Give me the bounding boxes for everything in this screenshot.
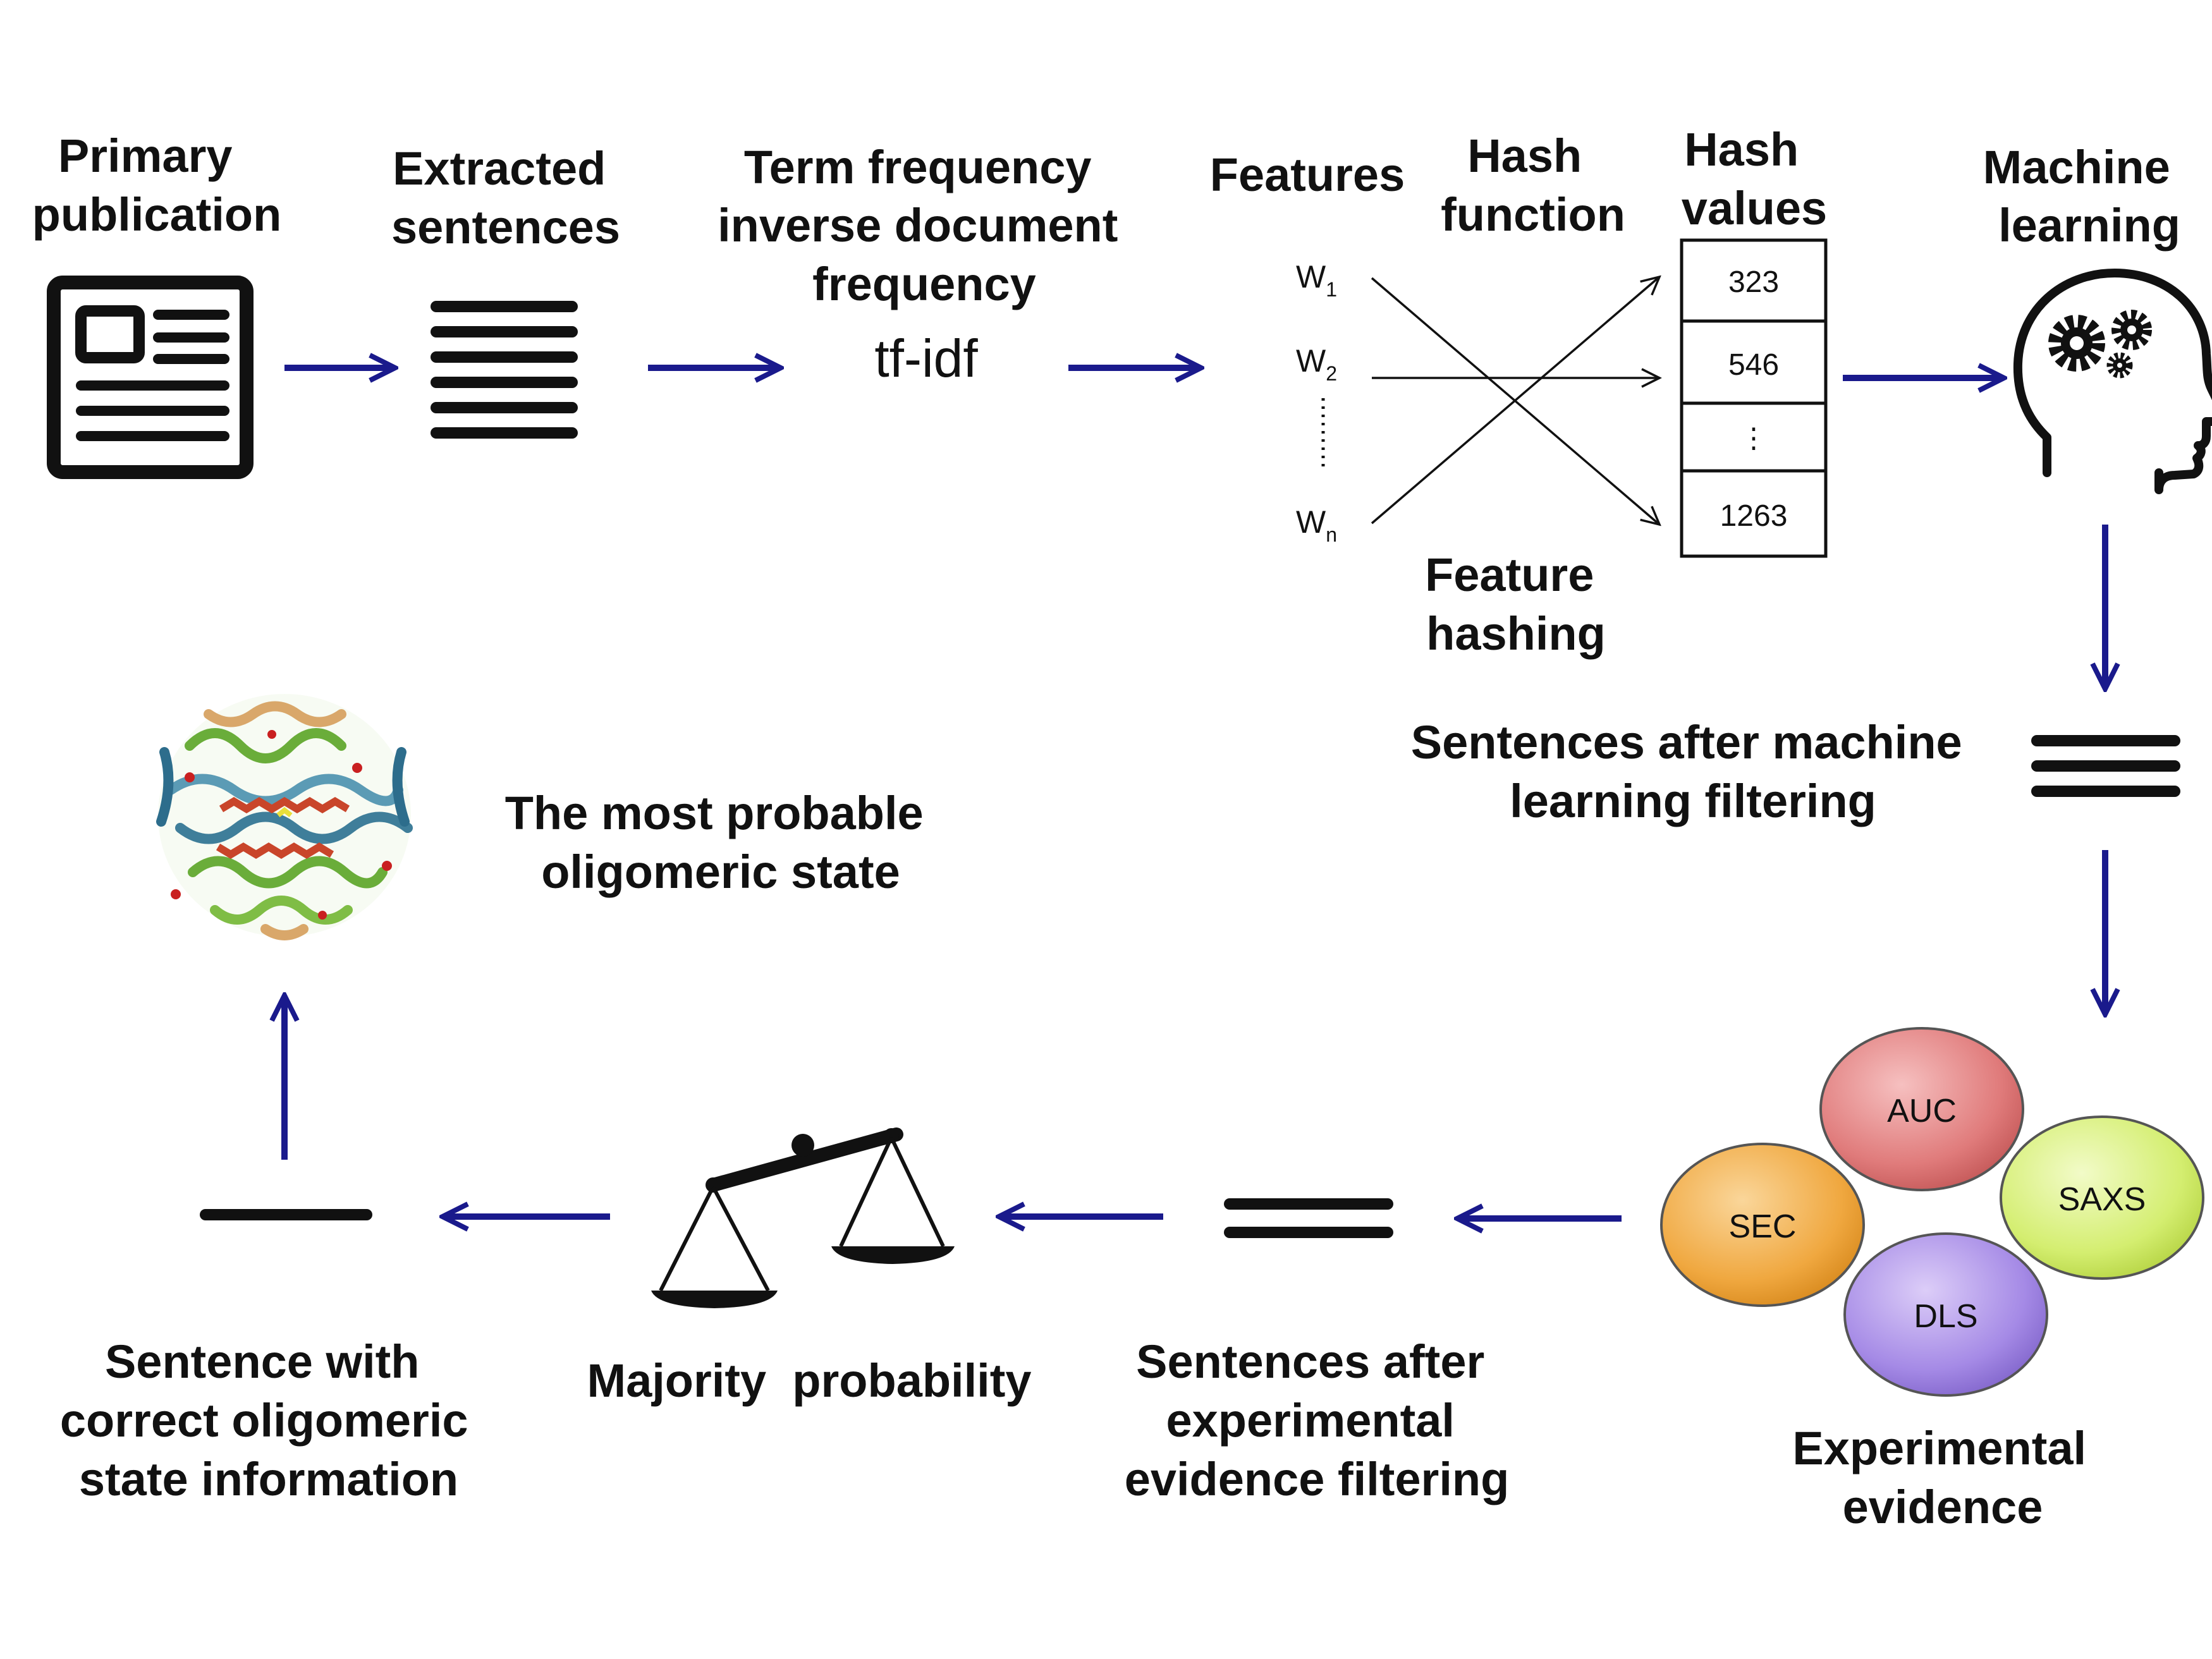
experimental-evidence-cluster: AUC SAXS SEC DLS <box>1660 1027 2204 1397</box>
auc-bubble: AUC <box>1819 1027 2024 1191</box>
hash-value: 323 <box>1728 265 1779 299</box>
features-label: Features <box>1210 149 1405 201</box>
feature-hashing-label: Feature hashing <box>1425 549 1607 660</box>
protein-structure-icon <box>156 694 413 940</box>
word-w1: W1 <box>1296 259 1337 301</box>
exp-filtered-label: Sentences after experimental evidence fi… <box>1125 1335 1510 1505</box>
word-wn: Wn <box>1296 504 1337 546</box>
svg-text:SAXS: SAXS <box>2058 1181 2146 1218</box>
ml-filtered-label: Sentences after machine learning filteri… <box>1411 716 1975 827</box>
majority-probability-label: Majority probability <box>587 1354 1031 1407</box>
svg-text:DLS: DLS <box>1914 1298 1977 1335</box>
saxs-bubble: SAXS <box>2000 1115 2204 1280</box>
extracted-sentences-label: Extracted sentences <box>391 142 620 253</box>
hash-function-label: Hash function <box>1441 130 1625 241</box>
experimental-evidence-label: Experimental evidence <box>1792 1422 2099 1533</box>
head-gears-icon <box>2013 269 2212 494</box>
text-lines-icon <box>431 301 578 439</box>
most-probable-label: The most probable oligomeric state <box>505 787 937 898</box>
hash-table: 323 546 ⋮ 1263 <box>1680 238 1828 558</box>
machine-learning-label: Machine learning <box>1983 141 2184 252</box>
sec-bubble: SEC <box>1660 1143 1865 1307</box>
primary-publication-label: Primary publication <box>32 130 282 241</box>
hash-values-label: Hash values <box>1682 123 1827 234</box>
hash-value: ⋮ <box>1740 423 1768 454</box>
svg-text:AUC: AUC <box>1887 1093 1957 1129</box>
hash-value: 1263 <box>1720 499 1788 533</box>
text-lines-icon <box>1224 1198 1393 1238</box>
hash-mapping-lines <box>1371 277 1659 525</box>
dls-bubble: DLS <box>1843 1232 2048 1397</box>
hash-value: 546 <box>1728 348 1779 382</box>
text-lines-icon <box>2031 735 2180 797</box>
svg-text:SEC: SEC <box>1729 1208 1797 1245</box>
tfidf-label: Term frequency inverse document frequenc… <box>718 141 1131 310</box>
tfidf-abbrev: tf-idf <box>874 329 978 388</box>
word-w2: W2 <box>1296 343 1337 385</box>
newspaper-icon <box>47 276 254 479</box>
balance-scale-icon <box>651 1127 955 1308</box>
correct-sentence-label: Sentence with correct oligomeric state i… <box>60 1335 481 1505</box>
